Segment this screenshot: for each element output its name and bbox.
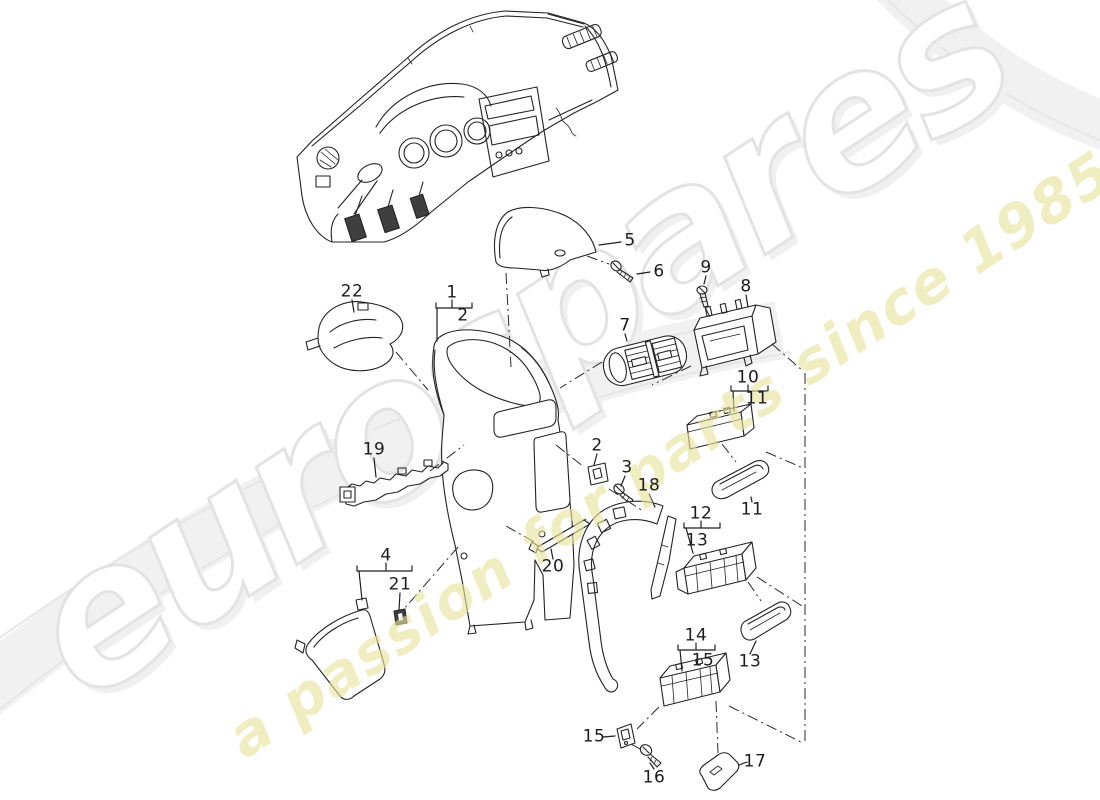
part-callout-3[interactable]: 3 <box>621 457 633 478</box>
part-callout-9[interactable]: 9 <box>700 257 712 278</box>
part-20-strip-drawing <box>528 518 591 554</box>
part-callout-4[interactable]: 4 <box>380 545 392 566</box>
part-9-screw-drawing <box>696 285 709 308</box>
part-17-plate-drawing <box>699 752 740 791</box>
part-5-cover-drawing <box>493 207 597 278</box>
part-callout-8[interactable]: 8 <box>740 276 752 297</box>
part-21-clip-drawing <box>393 608 408 626</box>
callout-leader-lines <box>351 241 769 770</box>
part-callout-2-group1[interactable]: 2 <box>457 305 469 326</box>
part-2-clip-drawing <box>587 462 609 486</box>
part-15-clip-drawing <box>616 723 636 749</box>
part-11-insert-drawing <box>711 460 770 500</box>
part-callout-13-insert[interactable]: 13 <box>738 651 762 672</box>
part-13-insert-drawing <box>740 601 792 641</box>
part-callout-22[interactable]: 22 <box>340 281 364 302</box>
part-callout-11-insert[interactable]: 11 <box>740 499 764 520</box>
part-16-screw-drawing <box>639 744 662 768</box>
part-callout-11-group10[interactable]: 11 <box>745 388 769 409</box>
part-8-housing-drawing <box>693 298 777 377</box>
part-19-bracket-drawing <box>339 459 449 507</box>
dashboard-assembly-drawing <box>296 10 619 243</box>
part-callout-7[interactable]: 7 <box>619 315 631 336</box>
part-callout-1[interactable]: 1 <box>446 282 458 303</box>
part-callout-2-clip[interactable]: 2 <box>591 435 603 456</box>
part-callout-14[interactable]: 14 <box>684 625 708 646</box>
pedals-drawing <box>344 181 430 243</box>
part-4-lower-trim-drawing <box>294 597 386 700</box>
part-18-frame-drawing <box>578 500 677 693</box>
part-6-screw-drawing <box>610 260 634 283</box>
part-callout-10[interactable]: 10 <box>736 367 760 388</box>
part-callout-19[interactable]: 19 <box>362 439 386 460</box>
part-callout-12[interactable]: 12 <box>689 503 713 524</box>
part-10-tray-drawing <box>686 403 755 450</box>
part-22-column-cover-drawing <box>305 301 404 372</box>
assembly-lines <box>395 255 806 754</box>
part-callout-5[interactable]: 5 <box>624 230 636 251</box>
part-callout-15-group14[interactable]: 15 <box>691 650 715 671</box>
background-swoosh-right <box>877 0 1100 151</box>
part-12-box-drawing <box>675 541 757 595</box>
part-callout-20[interactable]: 20 <box>541 556 565 577</box>
part-callout-6[interactable]: 6 <box>653 261 665 282</box>
part-callout-15-clip[interactable]: 15 <box>582 726 606 747</box>
part-7-air-vent-drawing <box>602 335 688 387</box>
part-callout-17[interactable]: 17 <box>743 751 767 772</box>
part-callout-16[interactable]: 16 <box>642 767 666 788</box>
part-callout-18[interactable]: 18 <box>637 475 661 496</box>
part-callout-21[interactable]: 21 <box>388 574 412 595</box>
part-callout-13-group12[interactable]: 13 <box>685 530 709 551</box>
part-14-box-drawing <box>659 652 731 707</box>
part-1-console-trim-drawing <box>432 329 575 635</box>
